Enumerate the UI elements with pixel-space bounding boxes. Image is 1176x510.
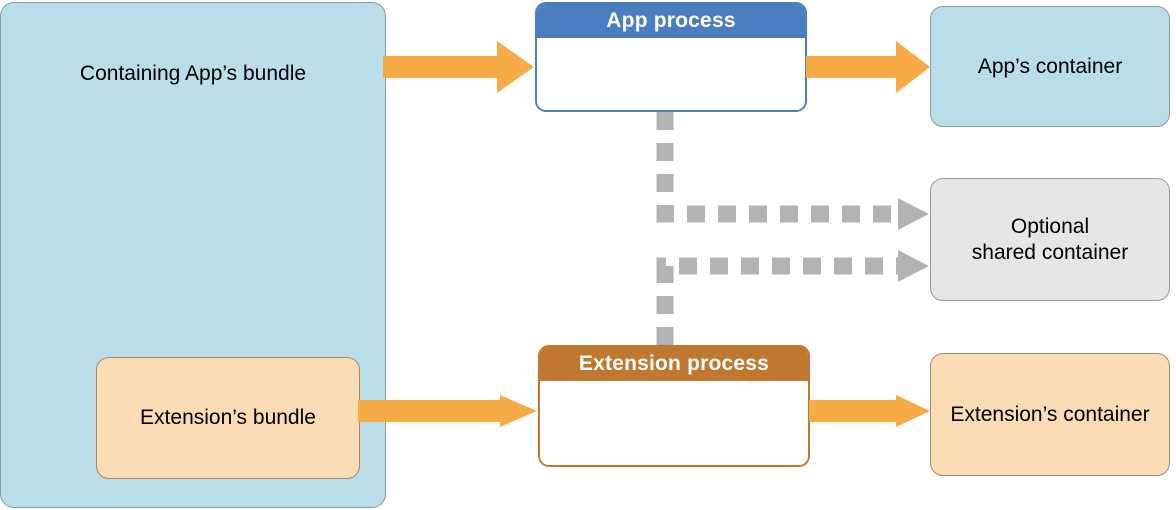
node-label-shared-container: Optional shared container [971,214,1129,264]
arrow-extension-process-to-extension-container [809,395,930,427]
node-app-container[interactable]: App’s container [930,6,1170,127]
node-app-process[interactable]: App process [535,2,807,112]
node-body-app-process [537,38,805,110]
arrow-app-process-to-shared-container [656,112,929,230]
node-label-extension-bundle: Extension’s bundle [140,406,316,430]
node-label-extension-container: Extension’s container [950,402,1150,426]
arrow-app-process-to-app-container [806,41,930,93]
node-header-app-process: App process [537,4,805,38]
node-extension-bundle[interactable]: Extension’s bundle [96,357,360,479]
node-shared-container[interactable]: Optional shared container [930,178,1170,301]
node-extension-container[interactable]: Extension’s container [930,353,1170,476]
node-header-extension-process: Extension process [540,347,808,381]
arrow-app-bundle-to-app-process [383,41,534,93]
node-body-extension-process [540,381,808,465]
node-label-containing-app-bundle: Containing App’s bundle [79,62,307,85]
arrow-extension-process-to-shared-container [656,250,929,345]
node-label-app-container: App’s container [977,54,1123,78]
node-extension-process[interactable]: Extension process [538,345,810,467]
